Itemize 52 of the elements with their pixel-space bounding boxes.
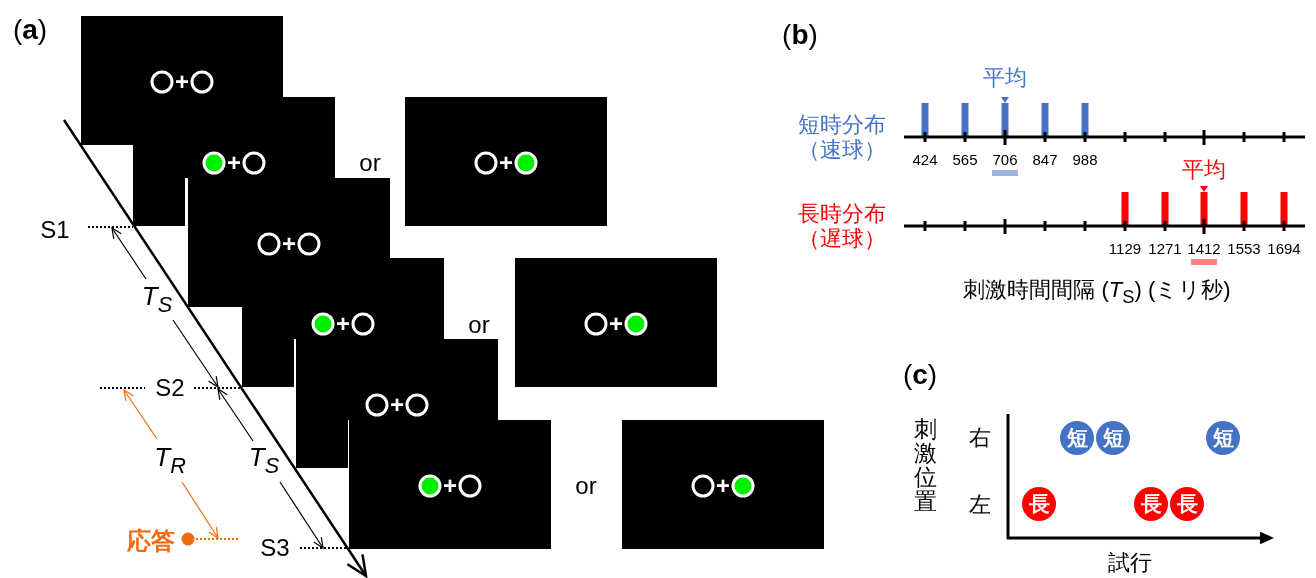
interval-label: T$_{R}$ — [154, 443, 186, 479]
axis-title: 刺激位置 — [913, 416, 937, 514]
screen — [622, 420, 824, 549]
row-label: 左 — [969, 492, 991, 518]
screen — [81, 16, 283, 97]
interval-label: T$_{S}$ — [141, 282, 173, 318]
plus-sign: + — [499, 151, 513, 175]
tick-label: 706 — [992, 151, 1018, 169]
tick-label: 1271 — [1148, 240, 1182, 258]
tick-label: 1412 — [1187, 240, 1221, 258]
plus-sign: + — [443, 474, 457, 498]
plus-sign: + — [390, 393, 404, 417]
plus-sign: + — [609, 312, 623, 336]
row-label: 右 — [969, 425, 991, 451]
stimulus-label: S1 — [40, 216, 70, 244]
distribution-label: 短時分布（速球） — [797, 111, 887, 163]
panel-label: (b) — [782, 18, 818, 52]
or-label: or — [575, 472, 597, 500]
tick-label: 1129 — [1108, 240, 1142, 258]
or-label: or — [468, 311, 490, 339]
panel-label: (a) — [12, 13, 48, 47]
tick-label: 1694 — [1267, 240, 1301, 258]
distribution-label: 長時分布（遅球） — [797, 200, 887, 252]
axis-title: 試行 — [1108, 550, 1152, 576]
plus-sign: + — [716, 474, 730, 498]
plus-sign: + — [336, 312, 350, 336]
circle-marker: 長 — [1170, 487, 1204, 521]
tick-label: 847 — [1032, 151, 1058, 169]
tick-label: 1553 — [1227, 240, 1261, 258]
plus-sign: + — [175, 70, 189, 94]
stimulus-label: S2 — [155, 374, 185, 402]
axis-title: 刺激時間間隔 (T$_{S}$) (ミリ秒) — [963, 277, 1231, 307]
circle-marker: 短 — [1096, 421, 1130, 455]
plus-sign: + — [282, 232, 296, 256]
or-label: or — [359, 149, 381, 177]
circle-marker: 短 — [1060, 421, 1094, 455]
screen — [515, 258, 717, 387]
interval-label: T$_{S}$ — [248, 443, 280, 479]
tick-label: 988 — [1072, 151, 1098, 169]
mean-label: 平均 — [983, 65, 1027, 91]
stimulus-label: S3 — [260, 534, 290, 562]
circle-marker: 短 — [1206, 421, 1240, 455]
circle-marker: 長 — [1134, 487, 1168, 521]
plus-sign: + — [227, 151, 241, 175]
panel-label: (c) — [902, 358, 938, 392]
screen — [405, 97, 607, 226]
tick-label: 565 — [952, 151, 978, 169]
screen — [349, 420, 551, 549]
response-label: 応答 — [127, 527, 175, 555]
circle-marker: 長 — [1022, 487, 1056, 521]
mean-label: 平均 — [1182, 157, 1226, 183]
tick-label: 424 — [912, 151, 938, 169]
